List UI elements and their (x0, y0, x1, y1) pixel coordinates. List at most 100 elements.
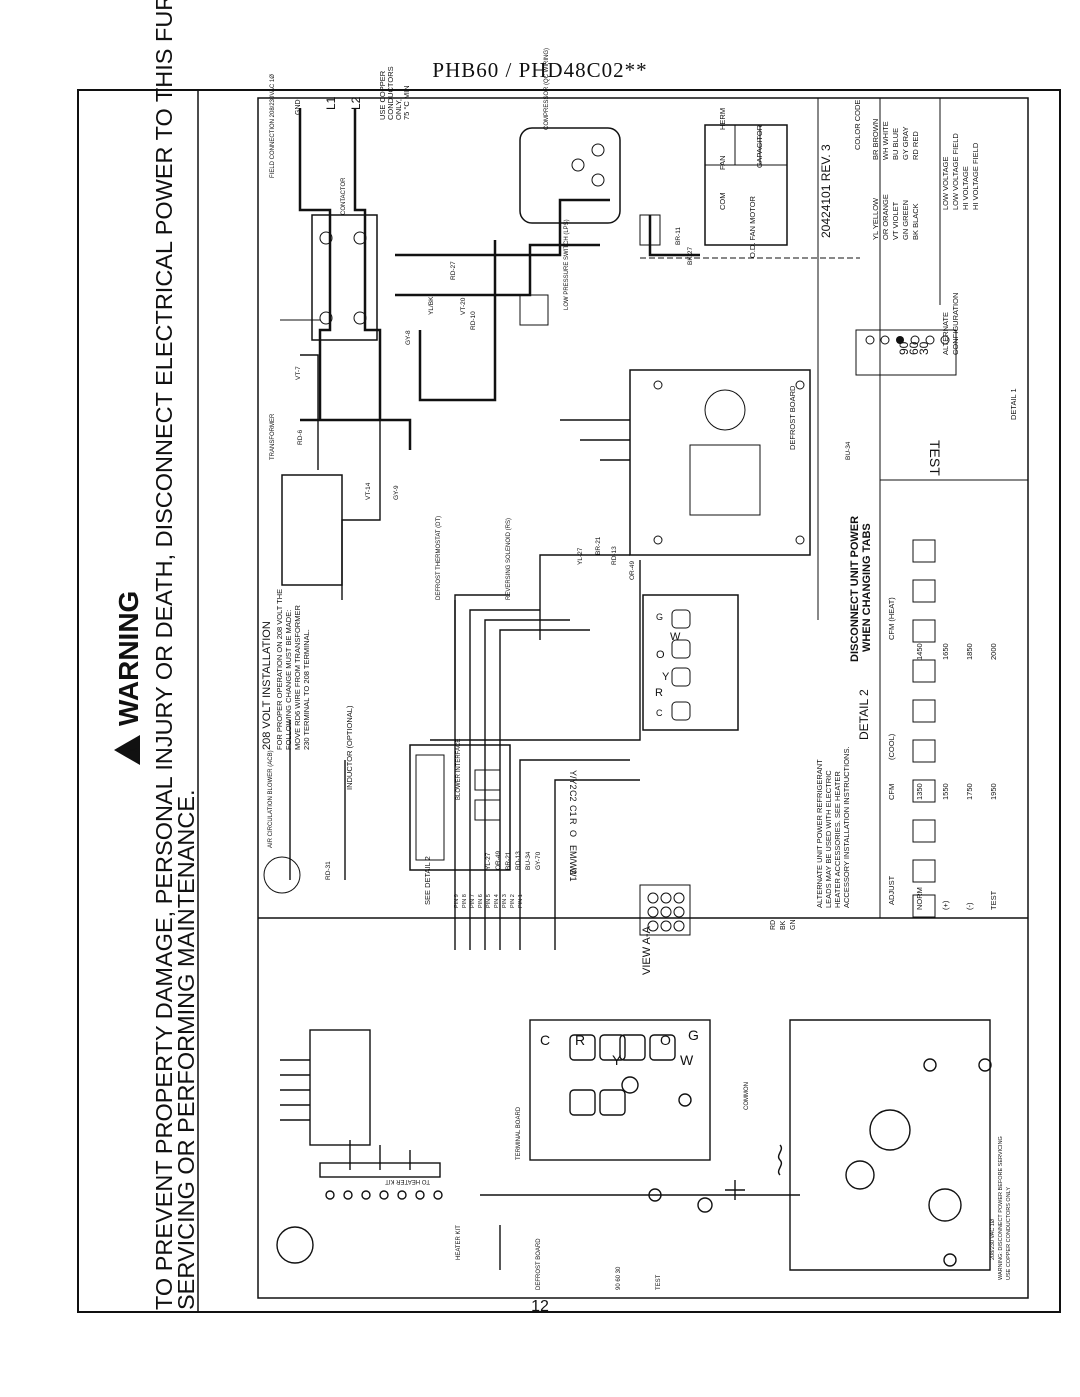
svg-text:CFM (HEAT): CFM (HEAT) (887, 597, 896, 640)
svg-text:208/230 VAC 1Ø: 208/230 VAC 1Ø (990, 1218, 996, 1260)
svg-text:FOR PROPER OPERATION ON 208 VO: FOR PROPER OPERATION ON 208 VOLT THE (275, 589, 284, 750)
svg-text:YL/BK: YL/BK (428, 296, 435, 315)
svg-text:75 °C MIN: 75 °C MIN (402, 85, 411, 120)
svg-text:G: G (656, 612, 663, 622)
svg-text:RD-13: RD-13 (515, 851, 522, 870)
svg-text:PIN 3: PIN 3 (502, 894, 508, 908)
svg-text:EM/W2: EM/W2 (568, 845, 578, 875)
svg-text:PIN 8: PIN 8 (462, 894, 468, 908)
svg-text:1950: 1950 (989, 783, 998, 800)
svg-text:INDUCTOR (OPTIONAL): INDUCTOR (OPTIONAL) (345, 705, 354, 790)
svg-text:FAN: FAN (718, 155, 727, 170)
svg-text:BR BROWN: BR BROWN (871, 119, 880, 160)
svg-text:2000: 2000 (989, 643, 998, 660)
svg-text:HEATER ACCESSORIES. SEE HEATE: HEATER ACCESSORIES. SEE HEATER (833, 771, 842, 908)
svg-text:BK BLACK: BK BLACK (911, 203, 920, 240)
svg-text:BU BLUE: BU BLUE (891, 128, 900, 160)
svg-text:COMPRESSOR (QC WIRING): COMPRESSOR (QC WIRING) (544, 48, 550, 130)
svg-text:1650: 1650 (941, 643, 950, 660)
warning-heading: WARNING (113, 591, 144, 726)
svg-text:PIN 2: PIN 2 (510, 894, 516, 908)
warning-line-2: SERVICING OR PERFORMING MAINTENANCE. (173, 789, 199, 1310)
svg-text:G: G (688, 1027, 699, 1043)
svg-text:GY-9: GY-9 (393, 485, 400, 500)
svg-text:Y: Y (662, 671, 670, 683)
schematic-upper (263, 108, 860, 950)
svg-text:O.D. FAN MOTOR: O.D. FAN MOTOR (748, 195, 757, 258)
svg-text:RD-6: RD-6 (297, 429, 304, 445)
svg-text:W: W (670, 631, 681, 643)
svg-text:1550: 1550 (941, 783, 950, 800)
svg-text:DEFROST BOARD: DEFROST BOARD (536, 1238, 542, 1290)
svg-text:BR-11: BR-11 (675, 227, 682, 245)
svg-text:RD RED: RD RED (911, 131, 920, 160)
svg-text:1350: 1350 (915, 783, 924, 800)
svg-text:COMMON: COMMON (744, 1082, 750, 1110)
svg-text:1850: 1850 (965, 643, 974, 660)
svg-text:60: 60 (907, 341, 921, 355)
warning-line-1: TO PREVENT PROPERTY DAMAGE, PERSONAL INJ… (151, 0, 177, 1310)
svg-text:OR-49: OR-49 (495, 850, 502, 870)
svg-text:90: 90 (897, 341, 911, 355)
svg-text:HI VOLTAGE: HI VOLTAGE (961, 166, 970, 210)
page-number: 12 (531, 1298, 549, 1315)
svg-text:RD-31: RD-31 (325, 861, 332, 880)
svg-text:GN GREEN: GN GREEN (901, 200, 910, 240)
svg-text:R: R (568, 818, 578, 825)
svg-text:L1: L1 (324, 96, 338, 110)
svg-text:C1: C1 (568, 805, 578, 817)
svg-text:PIN 4: PIN 4 (494, 894, 500, 908)
warning-band: ! WARNING TO PREVENT PROPERTY DAMAGE, PE… (77, 0, 1061, 1313)
svg-text:PIN 6: PIN 6 (478, 894, 484, 908)
svg-text:(-): (-) (965, 902, 974, 910)
svg-text:PIN 9: PIN 9 (454, 894, 460, 908)
svg-text:R: R (575, 1032, 585, 1048)
svg-text:CONDUCTORS: CONDUCTORS (386, 66, 395, 120)
svg-text:LOW VOLTAGE FIELD: LOW VOLTAGE FIELD (951, 133, 960, 210)
svg-text:DEFROST BOARD: DEFROST BOARD (788, 385, 797, 450)
svg-text:PIN 7: PIN 7 (470, 894, 476, 908)
svg-text:RD: RD (770, 920, 777, 930)
svg-text:CAPACITOR: CAPACITOR (755, 124, 764, 168)
svg-text:PIN 1: PIN 1 (518, 894, 524, 908)
svg-text:TERMINAL BOARD: TERMINAL BOARD (516, 1106, 522, 1160)
page-title: PHB60 / PHD48C02** (432, 58, 648, 82)
svg-text:GY GRAY: GY GRAY (901, 127, 910, 160)
svg-text:NORM: NORM (915, 887, 924, 910)
svg-text:DETAIL 2: DETAIL 2 (857, 689, 871, 740)
svg-text:MOVE RD6 WIRE FROM TRANSFORMER: MOVE RD6 WIRE FROM TRANSFORMER (293, 605, 302, 750)
svg-text:DEFROST THERMOSTAT (DT): DEFROST THERMOSTAT (DT) (436, 516, 442, 600)
svg-text:C2: C2 (568, 790, 578, 802)
svg-text:O: O (656, 649, 665, 661)
svg-text:RD-27: RD-27 (450, 261, 457, 280)
svg-text:VT-7: VT-7 (295, 366, 302, 380)
svg-text:TEST: TEST (656, 1274, 662, 1290)
svg-text:FIELD CONNECTION 208/230VAC 1Ø: FIELD CONNECTION 208/230VAC 1Ø (270, 74, 276, 178)
svg-text:TEST: TEST (989, 890, 998, 910)
svg-text:REVERSING SOLENOID (RS): REVERSING SOLENOID (RS) (506, 518, 512, 600)
svg-text:TO HEATER KIT: TO HEATER KIT (385, 1178, 430, 1184)
svg-text:TEST: TEST (927, 440, 943, 476)
svg-text:BU-34: BU-34 (525, 851, 532, 870)
svg-text:OR ORANGE: OR ORANGE (881, 194, 890, 240)
svg-text:GY-8: GY-8 (405, 330, 412, 345)
svg-text:WHEN CHANGING TABS: WHEN CHANGING TABS (861, 523, 873, 652)
svg-text:VT-20: VT-20 (460, 297, 467, 315)
svg-text:YL YELLOW: YL YELLOW (871, 197, 880, 240)
svg-text:BR-21: BR-21 (505, 851, 512, 870)
svg-text:O: O (568, 830, 578, 837)
svg-text:COM: COM (718, 193, 727, 211)
svg-text:W: W (680, 1052, 694, 1068)
svg-text:GN: GN (790, 920, 797, 931)
svg-text:CONTACTOR: CONTACTOR (341, 177, 347, 215)
svg-text:C: C (540, 1032, 550, 1048)
svg-text:LEADS MAY BE USED WITH ELECTRI: LEADS MAY BE USED WITH ELECTRIC (824, 770, 833, 908)
ladder-schematic (276, 1019, 992, 1271)
svg-text:BR-21: BR-21 (595, 536, 602, 555)
svg-text:YL-27: YL-27 (485, 852, 492, 870)
svg-text:90 60 30: 90 60 30 (616, 1266, 622, 1290)
svg-text:ALTERNATE UNIT POWER REFRIGERA: ALTERNATE UNIT POWER REFRIGERANT (815, 759, 824, 908)
svg-text:W1: W1 (568, 868, 578, 882)
svg-text:WH WHITE: WH WHITE (881, 121, 890, 160)
svg-text:BK: BK (780, 920, 787, 930)
